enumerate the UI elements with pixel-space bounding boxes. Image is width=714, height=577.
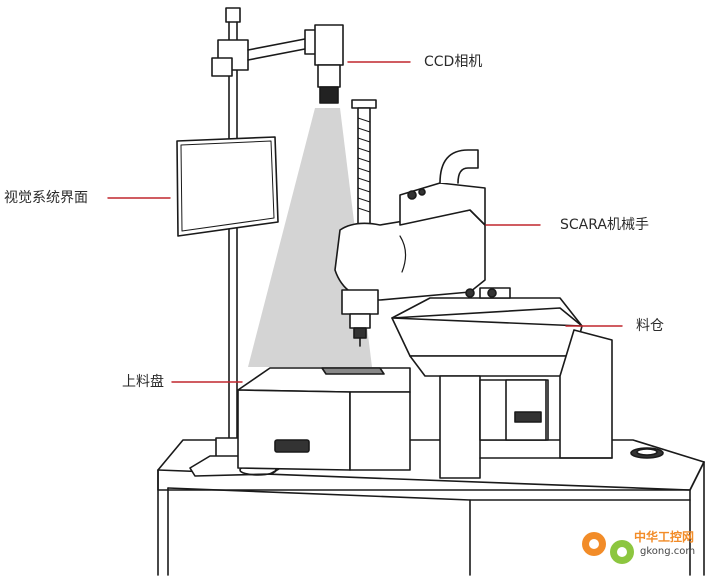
label-ccd-camera: CCD相机	[424, 54, 483, 70]
hopper	[391, 287, 613, 479]
ccd-camera	[314, 24, 344, 104]
vision-monitor	[176, 136, 279, 237]
scara-robot	[334, 99, 486, 347]
label-loading-tray: 上料盘	[122, 374, 164, 390]
watermark-brand: 中华工控网	[634, 530, 695, 544]
camera-field-of-view	[248, 108, 372, 367]
leader-lines	[107, 61, 623, 383]
loading-tray-box	[237, 367, 411, 471]
label-vision-ui: 视觉系统界面	[4, 190, 88, 206]
watermark-url: gkong.com	[640, 546, 696, 557]
label-hopper: 料仓	[636, 318, 664, 334]
label-scara-robot: SCARA机械手	[560, 217, 649, 233]
watermark-logo	[582, 532, 634, 564]
